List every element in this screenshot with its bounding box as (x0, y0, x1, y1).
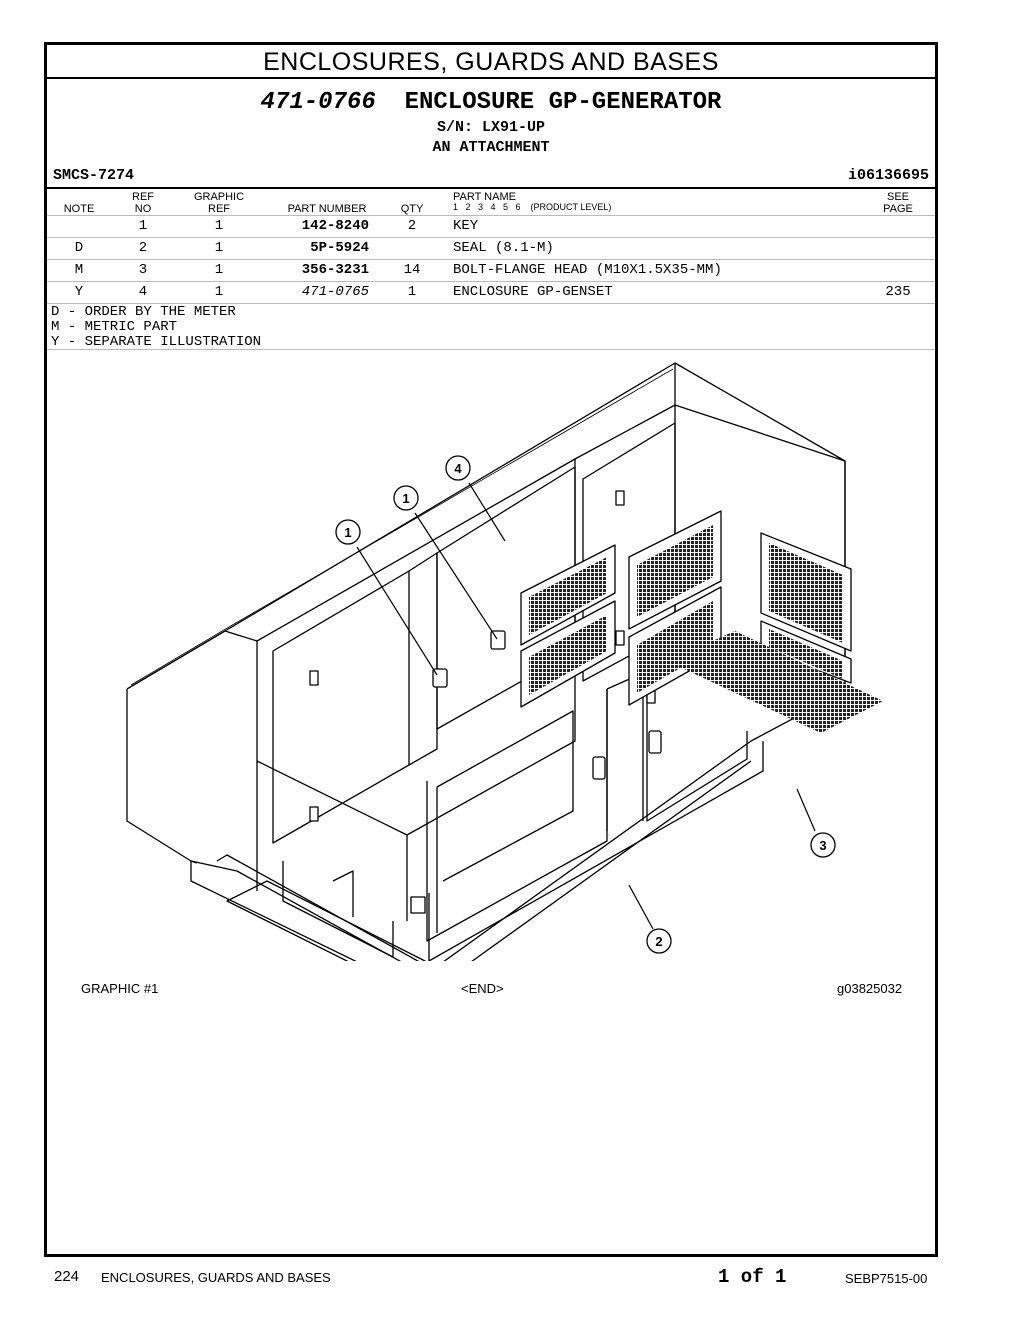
callout-4: 4 (454, 461, 462, 476)
row-see-page: 235 (885, 284, 911, 300)
table-row: D 2 1 5P-5924 SEAL (8.1-M) (47, 238, 935, 259)
row-graphic-ref: 1 (214, 262, 224, 278)
louver-grille (637, 525, 713, 617)
group-title: ENCLOSURE GP-GENERATOR (404, 89, 722, 116)
page-frame: ENCLOSURES, GUARDS AND BASES 471-0766 EN… (44, 42, 938, 1257)
table-row: Y 4 1 471-0765 1 ENCLOSURE GP-GENSET 235 (47, 282, 935, 303)
row-part-name: KEY (453, 218, 479, 234)
table-top-rule (47, 187, 935, 189)
row-part-name: ENCLOSURE GP-GENSET (453, 284, 613, 300)
graphic-label: GRAPHIC #1 (81, 981, 159, 996)
row-note: D (74, 240, 84, 256)
col-ref-no: REF NO (127, 191, 159, 215)
illustration-id: i06136695 (847, 167, 929, 184)
callout-3: 3 (819, 838, 826, 853)
row-rule (47, 259, 935, 260)
section-title: ENCLOSURES, GUARDS AND BASES (47, 45, 935, 79)
row-ref: 1 (138, 218, 148, 234)
graphic-id: g03825032 (837, 981, 903, 996)
row-graphic-ref: 1 (214, 240, 224, 256)
col-qty: QTY (400, 203, 424, 215)
serial-number: S/N: LX91-UP (436, 119, 546, 136)
louver-grille (769, 543, 843, 643)
row-ref: 4 (138, 284, 148, 300)
row-part-number: 142-8240 (301, 218, 369, 234)
col-part-name: PART NAME (453, 191, 516, 203)
callout-1a: 1 (344, 525, 351, 540)
louver-grille (529, 557, 607, 635)
row-qty: 2 (407, 218, 417, 234)
end-marker: <END> (461, 981, 504, 996)
note-m: M - METRIC PART (51, 319, 178, 335)
smcs-code: SMCS-7274 (53, 167, 135, 184)
row-rule (47, 303, 935, 304)
row-part-name: BOLT-FLANGE HEAD (M10X1.5X35-MM) (453, 262, 722, 278)
footer-book-number: SEBP7515-00 (845, 1271, 928, 1286)
col-see-page: SEE PAGE (873, 191, 923, 215)
col-graphic-ref-line2: REF (208, 203, 230, 215)
table-row: M 3 1 356-3231 14 BOLT-FLANGE HEAD (M10X… (47, 260, 935, 281)
row-rule (47, 237, 935, 238)
col-graphic-ref: GRAPHIC REF (191, 191, 247, 215)
row-ref: 3 (138, 262, 148, 278)
louver-grille (529, 615, 607, 695)
louver-grille (769, 629, 843, 679)
row-note: M (74, 262, 84, 278)
group-heading: 471-0766 ENCLOSURE GP-GENERATOR (47, 89, 935, 116)
col-ref-no-line1: REF (132, 191, 154, 203)
callout-2: 2 (655, 934, 662, 949)
row-qty: 14 (403, 262, 421, 278)
note-y: Y - SEPARATE ILLUSTRATION (51, 334, 262, 350)
row-ref: 2 (138, 240, 148, 256)
footer-page-count: 1 of 1 (718, 1266, 787, 1288)
col-graphic-ref-line1: GRAPHIC (193, 191, 245, 203)
col-part-number: PART NUMBER (287, 203, 367, 215)
callout-1b: 1 (402, 491, 409, 506)
row-part-number: 471-0765 (301, 284, 369, 300)
row-rule (47, 281, 935, 282)
note-d: D - ORDER BY THE METER (51, 304, 236, 320)
col-see-page-line1: SEE (886, 191, 909, 203)
row-note: Y (74, 284, 84, 300)
row-qty: 1 (407, 284, 417, 300)
row-graphic-ref: 1 (214, 284, 224, 300)
table-row: 1 1 142-8240 2 KEY (47, 216, 935, 237)
row-part-number: 356-3231 (301, 262, 369, 278)
row-graphic-ref: 1 (214, 218, 224, 234)
louver-grille (637, 601, 713, 693)
footer-section: ENCLOSURES, GUARDS AND BASES (101, 1270, 331, 1285)
left-end-outline (126, 689, 198, 864)
col-product-level: 1 2 3 4 5 6 (PRODUCT LEVEL) (453, 202, 612, 212)
col-note: NOTE (63, 203, 95, 215)
row-part-number: 5P-5924 (310, 240, 369, 256)
base-rail (190, 690, 846, 961)
footer-page-number: 224 (54, 1268, 80, 1285)
notes-rule (47, 349, 935, 350)
enclosure-illustration: 1 1 4 3 2 (126, 362, 883, 961)
col-see-page-line2: PAGE (883, 203, 913, 215)
row-part-name: SEAL (8.1-M) (453, 240, 554, 256)
group-part-number: 471-0766 (260, 89, 376, 116)
attachment-label: AN ATTACHMENT (432, 139, 550, 156)
notes-legend: D - ORDER BY THE METER M - METRIC PART Y… (51, 305, 261, 350)
col-ref-no-line2: NO (134, 203, 152, 215)
header-rule (47, 215, 935, 216)
floor-grating (667, 631, 883, 733)
